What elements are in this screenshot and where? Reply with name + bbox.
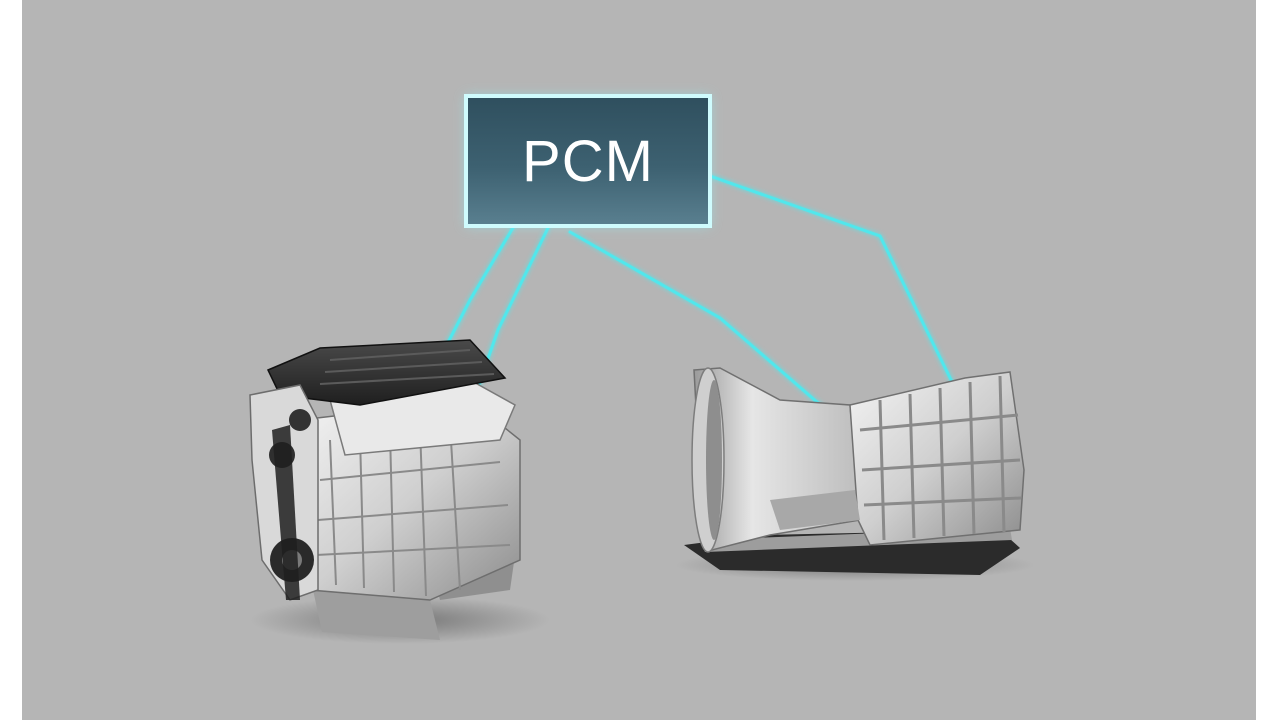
connector-transmission-2 — [708, 174, 962, 400]
engine-illustration — [249, 339, 550, 644]
pcm-box — [464, 94, 712, 228]
transmission-illustration — [675, 367, 1035, 581]
connector-transmission-1 — [568, 230, 842, 424]
